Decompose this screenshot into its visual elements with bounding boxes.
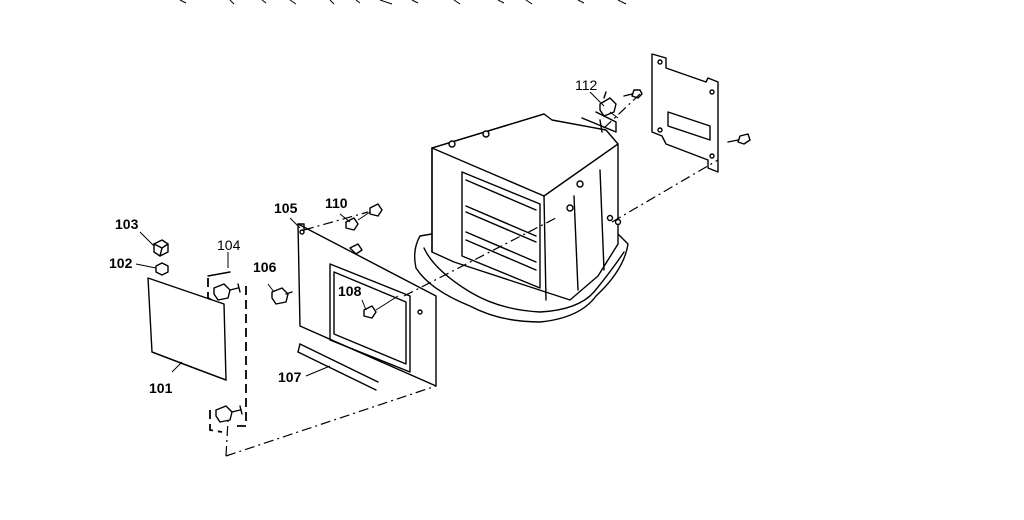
top-edge-marks xyxy=(179,0,627,5)
cabinet-housing xyxy=(413,111,629,323)
part-104-brackets xyxy=(207,271,247,433)
leader-lines xyxy=(135,91,605,377)
alignment-lines xyxy=(225,93,719,457)
part-110-screws xyxy=(345,203,383,255)
label-104: 104 xyxy=(217,237,241,253)
bracket-screw-right xyxy=(727,133,751,145)
part-105-front-bezel xyxy=(297,223,437,387)
label-106: 106 xyxy=(253,259,277,275)
label-107: 107 xyxy=(278,369,302,385)
bracket-screw-top xyxy=(623,89,643,99)
part-108-screw xyxy=(363,295,399,319)
part-102-clip xyxy=(155,262,169,276)
label-101: 101 xyxy=(149,380,173,396)
part-112-clip xyxy=(599,91,619,119)
label-110: 110 xyxy=(325,195,348,211)
part-labels: 103 102 101 104 105 110 106 108 107 112 xyxy=(109,77,598,396)
part-101-panel xyxy=(147,277,227,381)
label-103: 103 xyxy=(115,216,139,232)
label-105: 105 xyxy=(274,200,298,216)
part-106-knob xyxy=(271,287,293,305)
label-108: 108 xyxy=(338,283,362,299)
part-107-strip xyxy=(297,343,379,391)
label-112: 112 xyxy=(575,77,598,93)
part-103-clip xyxy=(153,239,169,257)
label-102: 102 xyxy=(109,255,133,271)
rear-bracket-plate xyxy=(623,53,751,173)
